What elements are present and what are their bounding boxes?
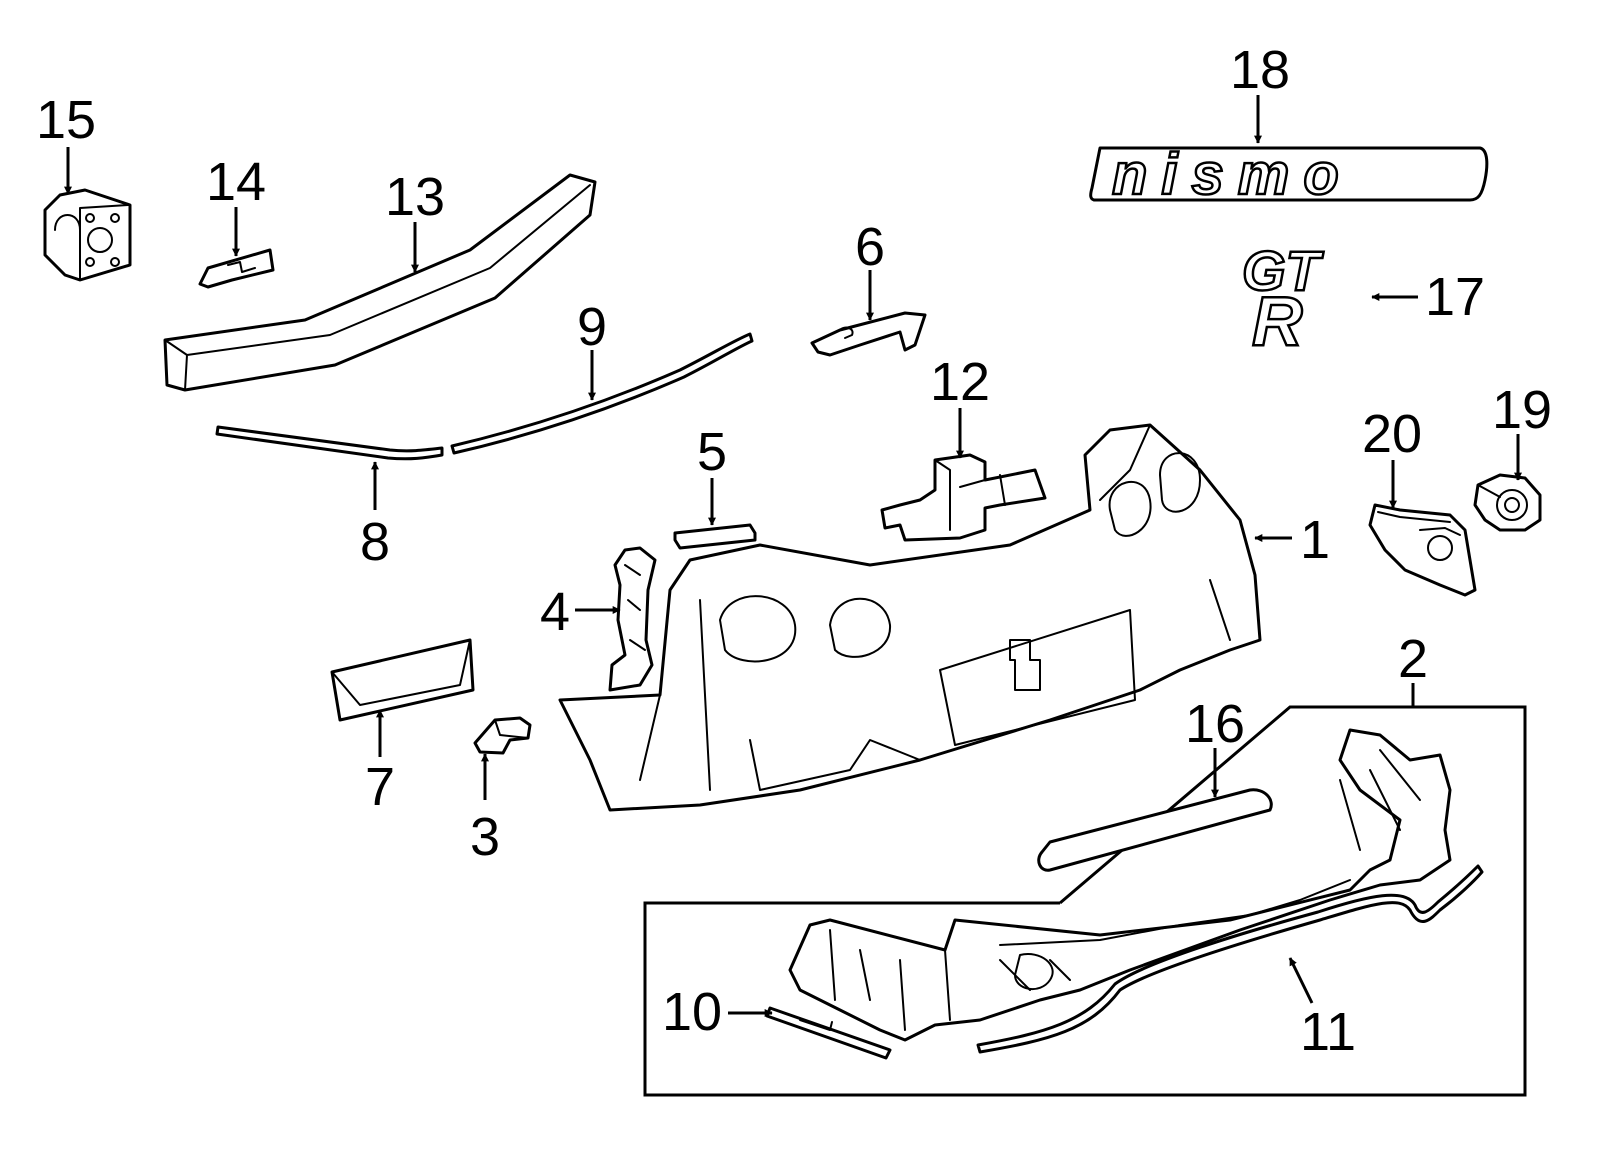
leader-lines xyxy=(64,95,1522,1017)
part-11-lower-strip xyxy=(976,864,1484,1054)
callout-11: 11 xyxy=(1300,1002,1356,1062)
part-1-bumper-cover xyxy=(558,423,1262,812)
callout-17: 17 xyxy=(1425,267,1485,327)
part-16-trim xyxy=(1037,788,1273,872)
callout-19: 19 xyxy=(1492,380,1552,440)
callout-16: 16 xyxy=(1185,694,1245,754)
callout-7: 7 xyxy=(365,757,395,817)
part-2-bumper-assembly-box xyxy=(643,705,1527,1097)
gt-badge-text: GT xyxy=(1242,239,1325,302)
callout-6: 6 xyxy=(855,217,885,277)
part-6-bracket xyxy=(810,311,927,357)
part-15-bracket xyxy=(43,188,132,282)
callout-8: 8 xyxy=(360,512,390,572)
callout-2: 2 xyxy=(1398,629,1428,689)
part-3-bracket xyxy=(473,716,532,755)
part-8-strip xyxy=(215,425,444,461)
callout-9: 9 xyxy=(577,297,607,357)
part-14-clip xyxy=(198,248,275,289)
callout-numbers: 1 2 3 4 5 6 7 8 9 10 11 12 13 14 15 16 1… xyxy=(36,40,1552,1062)
part-18-nismo-emblem: nismo xyxy=(1089,141,1489,208)
callout-3: 3 xyxy=(470,807,500,867)
part-20-sensor-bracket xyxy=(1368,503,1477,597)
nismo-badge-text: nismo xyxy=(1112,142,1353,207)
part-19-sensor xyxy=(1473,473,1542,532)
part-17-gtr-emblem: GT R xyxy=(1241,238,1326,362)
callout-4: 4 xyxy=(540,582,570,642)
part-5-bracket xyxy=(673,523,757,550)
callout-20: 20 xyxy=(1362,404,1422,464)
r-badge-text: R xyxy=(1252,282,1303,360)
callout-14: 14 xyxy=(206,152,266,212)
part-12-bracket xyxy=(880,453,1047,542)
part-7-garnish xyxy=(330,638,475,722)
part-4-side-bracket xyxy=(608,546,657,692)
part-9-strip xyxy=(450,332,754,455)
callout-15: 15 xyxy=(36,90,96,150)
callout-12: 12 xyxy=(930,352,990,412)
callout-5: 5 xyxy=(697,422,727,482)
callout-1: 1 xyxy=(1300,510,1330,570)
leader-11 xyxy=(1288,957,1314,1004)
callout-13: 13 xyxy=(385,167,445,227)
callout-18: 18 xyxy=(1230,40,1290,100)
part-13-reinforcement xyxy=(163,173,597,392)
callout-10: 10 xyxy=(662,982,722,1042)
